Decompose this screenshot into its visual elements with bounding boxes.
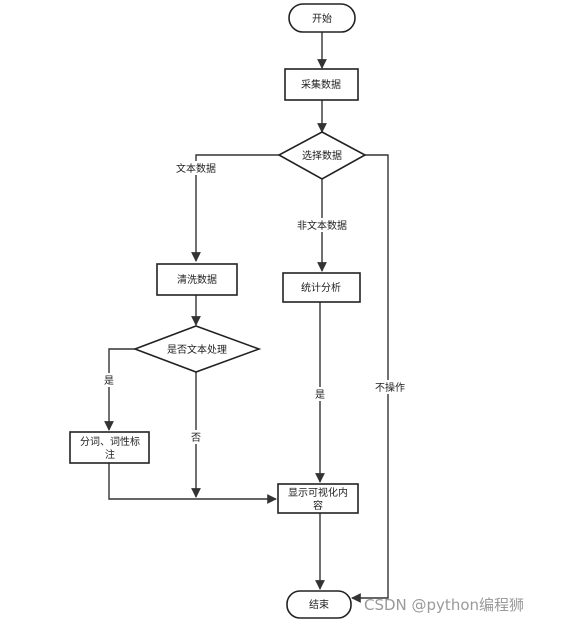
edges bbox=[104, 32, 389, 603]
node-display: 显示可视化内 容 bbox=[277, 483, 359, 514]
node-end-label: 结束 bbox=[309, 598, 329, 611]
watermark: CSDN @python编程狮 bbox=[364, 596, 525, 614]
node-decide-text: 是否文本处理 bbox=[132, 325, 262, 373]
node-clean: 清洗数据 bbox=[156, 263, 238, 296]
node-segment-label-line2: 注 bbox=[105, 448, 115, 461]
edge-label-no: 否 bbox=[191, 432, 201, 444]
edge-segment-display bbox=[108, 463, 277, 504]
edge-decide-segment bbox=[104, 348, 135, 431]
edge-select-end bbox=[351, 154, 389, 603]
node-display-label-line1: 显示可视化内 bbox=[288, 486, 348, 499]
node-segment-label-line1: 分词、词性标 bbox=[80, 435, 140, 448]
node-collect-label: 采集数据 bbox=[301, 78, 341, 91]
node-clean-label: 清洗数据 bbox=[177, 273, 217, 286]
edge-label-text-data: 文本数据 bbox=[176, 162, 216, 175]
node-segment: 分词、词性标 注 bbox=[69, 431, 150, 464]
node-select: 选择数据 bbox=[277, 131, 367, 180]
edge-label-yes-segment: 是 bbox=[104, 375, 114, 387]
edge-select-clean bbox=[191, 154, 279, 262]
node-stats-label: 统计分析 bbox=[301, 281, 341, 294]
node-start: 开始 bbox=[288, 3, 356, 33]
edge-labels: 文本数据 非文本数据 不操作 是 否 是 bbox=[102, 161, 408, 444]
node-collect: 采集数据 bbox=[284, 68, 359, 101]
node-end: 结束 bbox=[286, 590, 352, 619]
node-stats: 统计分析 bbox=[282, 272, 361, 303]
edge-label-non-text-data: 非文本数据 bbox=[297, 219, 347, 232]
node-decide-text-label: 是否文本处理 bbox=[167, 343, 227, 356]
edge-label-no-op: 不操作 bbox=[375, 381, 405, 394]
node-display-label-line2: 容 bbox=[313, 499, 323, 512]
node-start-label: 开始 bbox=[312, 12, 332, 25]
node-select-label: 选择数据 bbox=[302, 149, 342, 162]
edge-label-yes-display: 是 bbox=[315, 389, 325, 401]
